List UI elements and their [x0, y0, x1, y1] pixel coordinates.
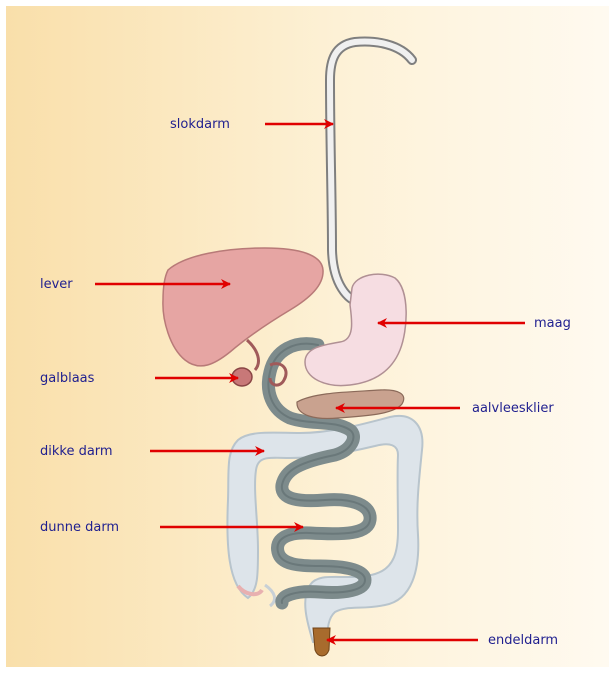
label-large-intestine: dikke darm [40, 444, 113, 459]
rectum-organ [313, 628, 330, 656]
label-rectum: endeldarm [488, 633, 558, 648]
label-stomach: maag [534, 316, 571, 331]
label-pancreas: aalvleesklier [472, 401, 554, 416]
label-liver: lever [40, 277, 73, 292]
label-small-intestine: dunne darm [40, 520, 119, 535]
label-esophagus: slokdarm [170, 117, 230, 132]
label-gallbladder: galblaas [40, 371, 95, 386]
